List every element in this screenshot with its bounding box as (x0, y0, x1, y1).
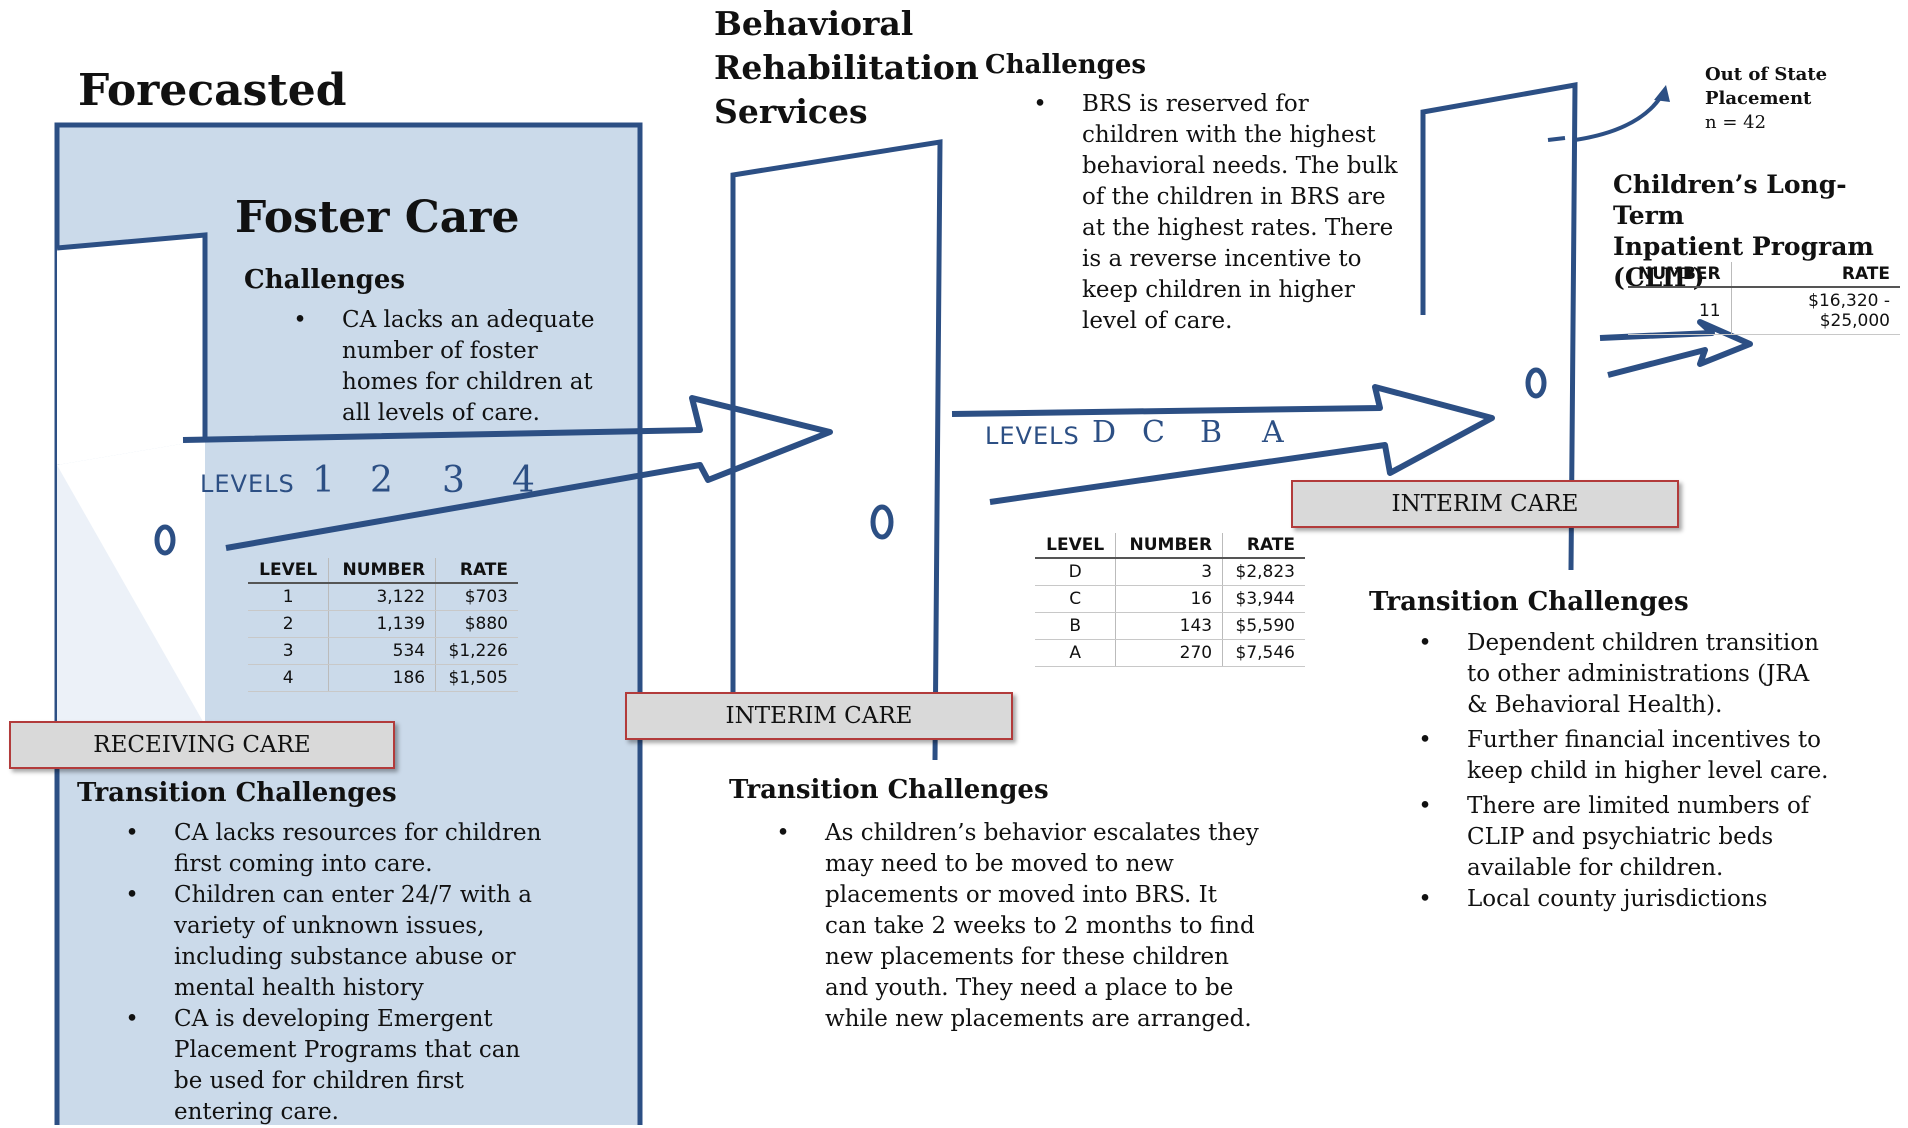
receiving-care-box: RECEIVING CARE (9, 721, 395, 769)
clip-transition-list: •Dependent children transition to other … (1415, 628, 1835, 915)
foster-level-2: 2 (370, 460, 393, 501)
table-header: NUMBER (1628, 262, 1732, 288)
clip-transition-heading: Transition Challenges (1369, 587, 1689, 617)
table-header: NUMBER (328, 558, 436, 584)
clip-table: NUMBER RATE 11$16,320 - $25,000 (1628, 262, 1900, 335)
brs-transition-heading: Transition Challenges (729, 775, 1049, 805)
table-row: 11$16,320 - $25,000 (1628, 287, 1900, 335)
foster-challenges-list: •CA lacks an adequate number of foster h… (290, 305, 610, 429)
table-header: RATE (1730, 262, 1900, 288)
out-of-state-count: n = 42 (1705, 112, 1767, 133)
foster-door-light (57, 465, 205, 725)
foster-level-4: 4 (512, 460, 535, 501)
page-title: Forecasted (78, 65, 347, 116)
table-header: LEVEL (248, 558, 329, 584)
foster-care-heading: Foster Care (235, 192, 520, 243)
clip-door-mark (1547, 136, 1566, 142)
list-item: •CA lacks an adequate number of foster h… (293, 307, 595, 426)
list-item: •CA lacks resources for children first c… (125, 820, 542, 877)
brs-challenges-list: •BRS is reserved for children with the h… (1030, 89, 1410, 337)
foster-level-3: 3 (442, 460, 465, 501)
brs-heading: Behavioral Rehabilitation Services (714, 4, 979, 131)
foster-challenges-heading: Challenges (244, 265, 406, 295)
foster-levels-label: LEVELS (200, 470, 295, 498)
brs-challenges-heading: Challenges (985, 50, 1147, 80)
brs-level-a: A (1262, 415, 1284, 450)
list-item: •BRS is reserved for children with the h… (1033, 91, 1398, 334)
brs-level-c: C (1142, 415, 1165, 450)
out-of-state-label: Out of State Placement n = 42 (1705, 64, 1828, 133)
list-item: •As children’s behavior escalates they m… (776, 820, 1259, 1032)
brs-door-knob (870, 504, 894, 540)
clip-heading: Children’s Long-Term Inpatient Program (… (1613, 170, 1874, 292)
brs-transition-list: •As children’s behavior escalates they m… (773, 818, 1263, 1035)
arrow-foster-to-brs (182, 395, 833, 551)
list-item: •Local county jurisdictions (1418, 886, 1768, 912)
table-header: LEVEL (1035, 533, 1116, 559)
foster-transition-list: •CA lacks resources for children first c… (122, 818, 542, 1128)
brs-door (732, 142, 940, 760)
arrow-out-of-state (1574, 93, 1664, 142)
foster-door-frame (56, 232, 208, 440)
brs-interim-care-box: INTERIM CARE (625, 692, 1013, 740)
foster-transition-heading: Transition Challenges (77, 778, 397, 808)
foster-level-1: 1 (312, 460, 335, 501)
foster-door (57, 235, 205, 465)
brs-levels-label: LEVELS (985, 422, 1080, 450)
list-item: •Dependent children transition to other … (1418, 630, 1819, 718)
brs-level-d: D (1092, 415, 1117, 450)
foster-door-knob (154, 524, 176, 556)
arrow-out-of-state-head (1654, 85, 1670, 102)
list-item: •There are limited numbers of CLIP and p… (1418, 793, 1810, 881)
table-header: NUMBER (1115, 533, 1223, 559)
list-item: •CA is developing Emergent Placement Pro… (125, 1006, 521, 1125)
table-header: RATE (1222, 533, 1305, 559)
clip-interim-care-box: INTERIM CARE (1291, 480, 1679, 528)
list-item: •Children can enter 24/7 with a variety … (125, 882, 532, 1001)
clip-door-knob (1525, 367, 1547, 399)
list-item: •Further financial incentives to keep ch… (1418, 727, 1829, 784)
brs-door-frame (730, 139, 943, 761)
table-header: RATE (435, 558, 518, 584)
arrow-brs-to-clip (951, 384, 1495, 505)
brs-level-b: B (1200, 415, 1223, 450)
clip-door-frame (1420, 82, 1578, 571)
